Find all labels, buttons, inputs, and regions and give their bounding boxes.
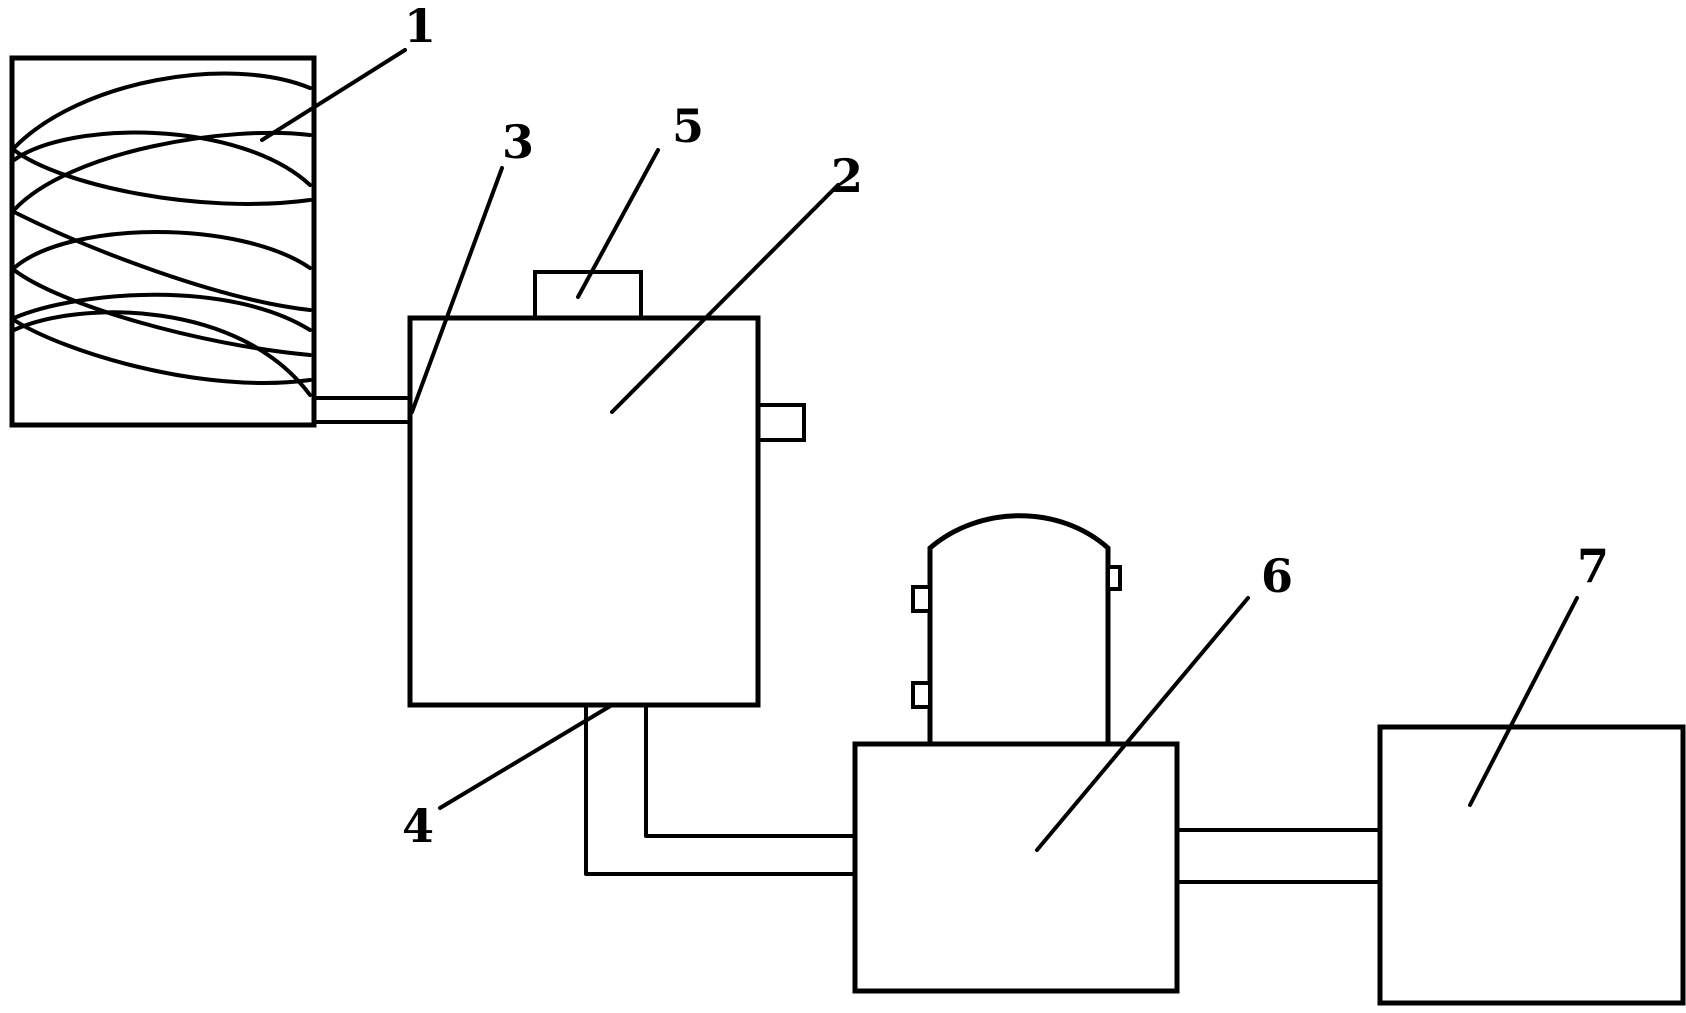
leader-5 [576, 148, 660, 299]
label-1: 1 [404, 0, 436, 53]
component-6-unit [852, 513, 1180, 994]
pipe-3-inlet [312, 396, 412, 424]
component-2-main-tank [407, 270, 806, 708]
component-5-top-fitting [533, 270, 643, 320]
leader-2 [610, 183, 840, 414]
label-3: 3 [502, 115, 534, 169]
leader-7 [1468, 596, 1579, 807]
leader-6 [1035, 596, 1250, 852]
label-6: 6 [1261, 549, 1293, 603]
label-4: 4 [402, 799, 434, 853]
label-2: 2 [831, 149, 863, 203]
pipe-6-to-7 [1175, 828, 1382, 884]
leader-3 [410, 166, 504, 414]
leader-4 [438, 703, 614, 810]
component-7-box [1377, 724, 1686, 1006]
vessel-nozzle-left-upper [911, 585, 932, 613]
pipe-4-outlet [584, 703, 857, 876]
leader-1 [260, 48, 407, 142]
label-5: 5 [672, 99, 704, 153]
vessel-nozzle-right [1106, 565, 1122, 591]
component-1-coil-block [9, 55, 317, 428]
label-7: 7 [1577, 539, 1609, 593]
callout-labels: 1 2 3 4 5 6 7 [402, 0, 1609, 853]
vessel-nozzle-left-lower [911, 681, 932, 709]
leader-lines [260, 48, 1579, 852]
dome-vessel [927, 513, 1111, 747]
side-outlet-stub [756, 403, 806, 442]
